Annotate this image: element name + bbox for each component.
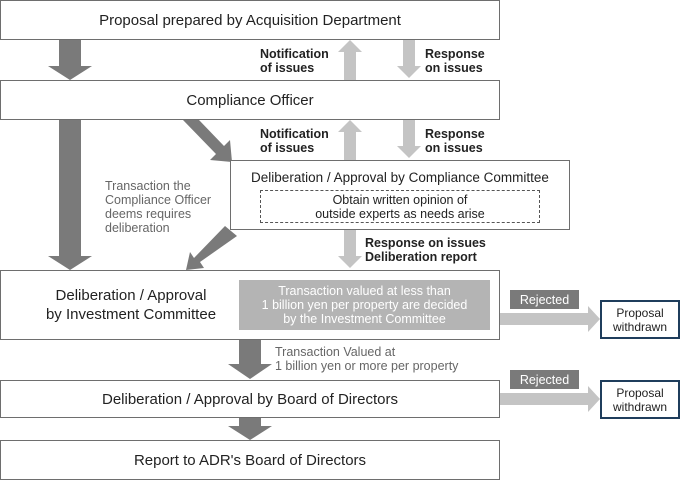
arrow-response-down-2 [397, 120, 421, 158]
withdrawn-box-2: Proposal withdrawn [600, 380, 680, 419]
over-1bn-label: Transaction Valued at 1 billion yen or m… [275, 345, 459, 373]
investment-committee-label: Deliberation / Approval by Investment Co… [45, 287, 217, 323]
arrow-rejected-2 [500, 386, 600, 412]
under-1bn-label: Transaction valued at less than 1 billio… [261, 284, 468, 326]
arrow-officer-to-investment [48, 120, 92, 270]
under-1bn-box: Transaction valued at less than 1 billio… [239, 280, 490, 330]
arrow-notification-up-2 [338, 120, 362, 160]
notification-label-2: Notification of issues [260, 127, 329, 155]
response-label-2: Response on issues [425, 127, 485, 155]
arrow-proposal-to-officer [48, 40, 92, 80]
notification-label-1: Notification of issues [260, 47, 329, 75]
outside-experts-label: Obtain written opinion of outside expert… [315, 192, 485, 221]
compliance-committee-box: Deliberation / Approval by Compliance Co… [230, 160, 570, 230]
proposal-box: Proposal prepared by Acquisition Departm… [0, 0, 500, 40]
board-of-directors-box: Deliberation / Approval by Board of Dire… [0, 380, 500, 418]
arrow-investment-to-board [228, 340, 272, 379]
compliance-officer-box: Compliance Officer [0, 80, 500, 120]
arrow-rejected-1 [500, 306, 600, 332]
report-adr-label: Report to ADR's Board of Directors [133, 451, 367, 469]
arrow-deliberation-report [338, 230, 362, 268]
arrow-committee-to-investment [186, 226, 237, 270]
rejected-badge-2: Rejected [510, 370, 579, 389]
response-label-1: Response on issues [425, 47, 485, 75]
arrow-notification-up-1 [338, 40, 362, 80]
arrow-response-down-1 [397, 40, 421, 78]
report-adr-box: Report to ADR's Board of Directors [0, 440, 500, 480]
response-report-label: Response on issues Deliberation report [365, 236, 486, 264]
outside-experts-box: Obtain written opinion of outside expert… [260, 190, 540, 223]
withdrawn-label-2: Proposal withdrawn [612, 385, 668, 414]
compliance-officer-label: Compliance Officer [186, 91, 314, 109]
requires-deliberation-label: Transaction the Compliance Officer deems… [105, 179, 212, 235]
proposal-label: Proposal prepared by Acquisition Departm… [99, 11, 401, 29]
board-of-directors-label: Deliberation / Approval by Board of Dire… [102, 390, 398, 408]
arrow-board-to-report [228, 418, 272, 440]
withdrawn-box-1: Proposal withdrawn [600, 300, 680, 339]
rejected-label-2: Rejected [519, 372, 570, 387]
rejected-label-1: Rejected [519, 292, 570, 307]
rejected-badge-1: Rejected [510, 290, 579, 309]
withdrawn-label-1: Proposal withdrawn [612, 305, 668, 334]
compliance-committee-label: Deliberation / Approval by Compliance Co… [251, 170, 549, 185]
arrow-officer-to-committee [183, 120, 232, 162]
